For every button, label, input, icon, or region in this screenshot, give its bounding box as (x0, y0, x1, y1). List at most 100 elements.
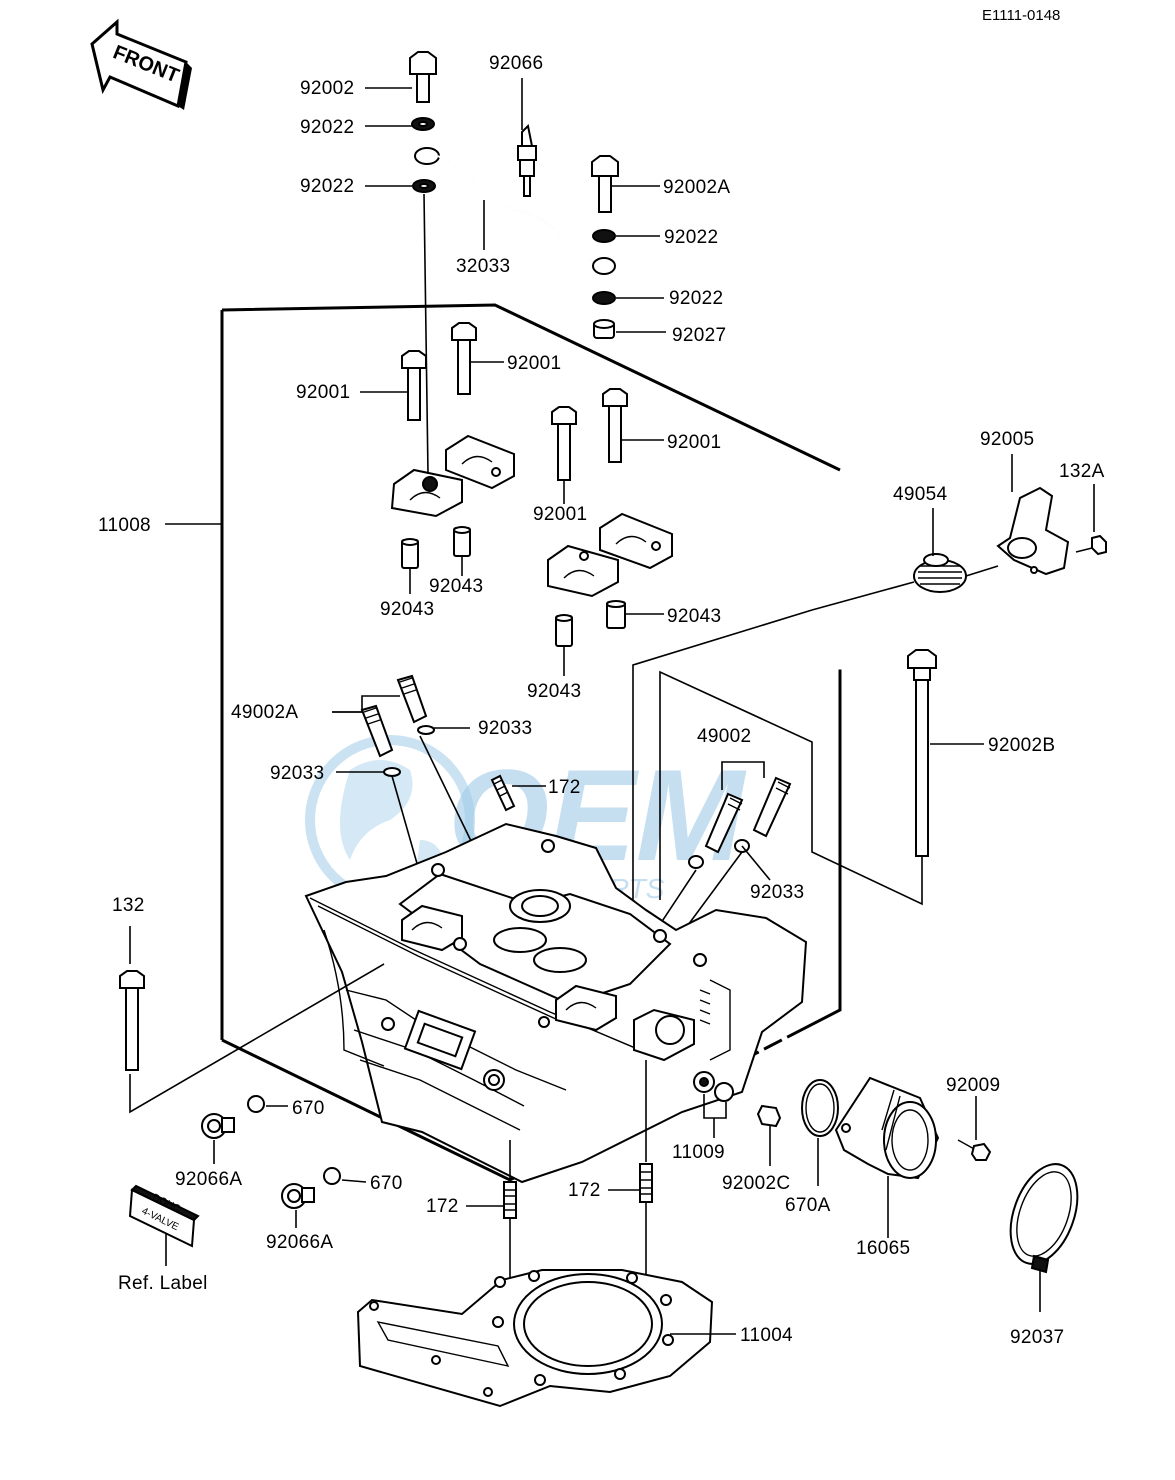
bolt-92002 (409, 51, 437, 103)
head-gasket-11004 (356, 1269, 714, 1408)
stud-172-upper (490, 774, 516, 812)
valve-guide-49002A-a (360, 704, 394, 758)
camshaft-cap-right-front (547, 544, 619, 598)
label-92009: 92009 (946, 1075, 1000, 1096)
o-ring-92033-a (417, 725, 435, 735)
label-92033-a: 92033 (478, 718, 532, 739)
bolt-92002A (591, 155, 619, 213)
label-670-a: 670 (292, 1098, 325, 1119)
label-172-b: 172 (426, 1196, 459, 1217)
label-92043-b: 92043 (380, 599, 434, 620)
label-92001-a: 92001 (507, 353, 561, 374)
bolt-132A (1075, 534, 1107, 556)
label-132: 132 (112, 895, 145, 916)
label-92022-c: 92022 (664, 227, 718, 248)
thermostat-cover-92005 (996, 486, 1070, 576)
part-labels: 92002 92022 92022 92066 92002A 92022 320… (98, 53, 1105, 1348)
label-172-c: 172 (568, 1180, 601, 1201)
label-92001-c: 92001 (667, 432, 721, 453)
bolt-132 (119, 970, 145, 1071)
ref-label-plate: DOHC 4-VALVE (128, 1184, 200, 1248)
screw-92009 (957, 1139, 992, 1161)
label-92002A: 92002A (663, 177, 730, 198)
collar-92027 (593, 319, 615, 339)
leader-11009 (703, 1094, 727, 1119)
o-ring-670-a (247, 1095, 265, 1113)
dowel-92043-d (555, 614, 573, 647)
ref-label-caption: Ref. Label (118, 1273, 208, 1294)
bolt-92001-d (602, 388, 628, 463)
valve-guide-49002-a (704, 792, 744, 854)
camshaft-cap-right-rear (599, 512, 673, 570)
camshaft-cap-left-front (390, 468, 463, 518)
label-92043-c: 92043 (667, 606, 721, 627)
o-ring-92033-c (688, 855, 704, 869)
bolt-92002B (907, 649, 937, 857)
dowel-92043-b (453, 526, 471, 557)
camshaft-cap-left-rear (445, 434, 515, 490)
o-ring-92033-b (383, 767, 401, 777)
cylinder-head-11008 (304, 822, 808, 1184)
label-670-b: 670 (370, 1173, 403, 1194)
front-arrow-icon: FRONT (90, 18, 192, 110)
leader-132-bottom (129, 963, 385, 1114)
label-92022-d: 92022 (669, 288, 723, 309)
dowel-92043-c (606, 600, 626, 629)
label-92002B: 92002B (988, 735, 1055, 756)
leader-box-49002 (659, 670, 923, 906)
label-49054: 49054 (893, 484, 947, 505)
label-670A: 670A (785, 1195, 831, 1216)
o-ring-670-b (323, 1167, 341, 1185)
label-92002: 92002 (300, 78, 354, 99)
clamp-92037 (1009, 1163, 1079, 1274)
label-92043-a: 92043 (429, 576, 483, 597)
label-92043-d: 92043 (527, 681, 581, 702)
stud-172-right (639, 1163, 653, 1203)
plug-92066A-b (281, 1183, 315, 1209)
label-92022-a: 92022 (300, 117, 354, 138)
label-92005: 92005 (980, 429, 1034, 450)
o-ring-670A (801, 1079, 839, 1137)
label-11004: 11004 (740, 1325, 793, 1346)
valve-guide-49002-b (752, 776, 792, 838)
label-92066A-a: 92066A (175, 1169, 242, 1190)
label-32033: 32033 (456, 256, 510, 277)
dowel-92043-a (401, 538, 419, 569)
bolt-92001-b (451, 322, 477, 395)
label-172-a: 172 (548, 777, 581, 798)
thermostat-49054 (913, 553, 967, 593)
sensor-92066 (517, 123, 537, 197)
oil-pipe-32033 (414, 147, 616, 275)
label-92066A-b: 92066A (266, 1232, 333, 1253)
label-49002: 49002 (697, 726, 751, 747)
bolt-92001-a (401, 350, 427, 421)
label-92002C: 92002C (722, 1173, 790, 1194)
label-11009: 11009 (672, 1142, 725, 1163)
label-132A: 132A (1059, 461, 1105, 482)
label-92033-c: 92033 (750, 882, 804, 903)
label-49002A: 49002A (231, 702, 298, 723)
bolt-92002C (736, 1095, 782, 1128)
label-16065: 16065 (856, 1238, 910, 1259)
label-92037: 92037 (1010, 1327, 1064, 1348)
plug-92066A-a (201, 1113, 235, 1139)
stud-172-left (503, 1181, 517, 1219)
carb-holder-16065 (834, 1076, 940, 1180)
label-92066: 92066 (489, 53, 543, 74)
label-92022-b: 92022 (300, 176, 354, 197)
washer-11009-b (714, 1082, 734, 1102)
diagram-code: E1111-0148 (982, 7, 1060, 24)
valve-guide-49002A-b (396, 674, 428, 724)
leaders-thermostat (632, 454, 1095, 900)
washer-92022-d (592, 291, 616, 305)
label-92033-b: 92033 (270, 763, 324, 784)
label-11008: 11008 (98, 515, 151, 536)
washer-92022-c (592, 229, 616, 243)
leaders-top (360, 78, 666, 676)
label-92001-d: 92001 (533, 504, 587, 525)
label-92027: 92027 (672, 325, 726, 346)
bolt-92001-c (551, 406, 577, 481)
leaders-plugs (213, 1105, 367, 1228)
